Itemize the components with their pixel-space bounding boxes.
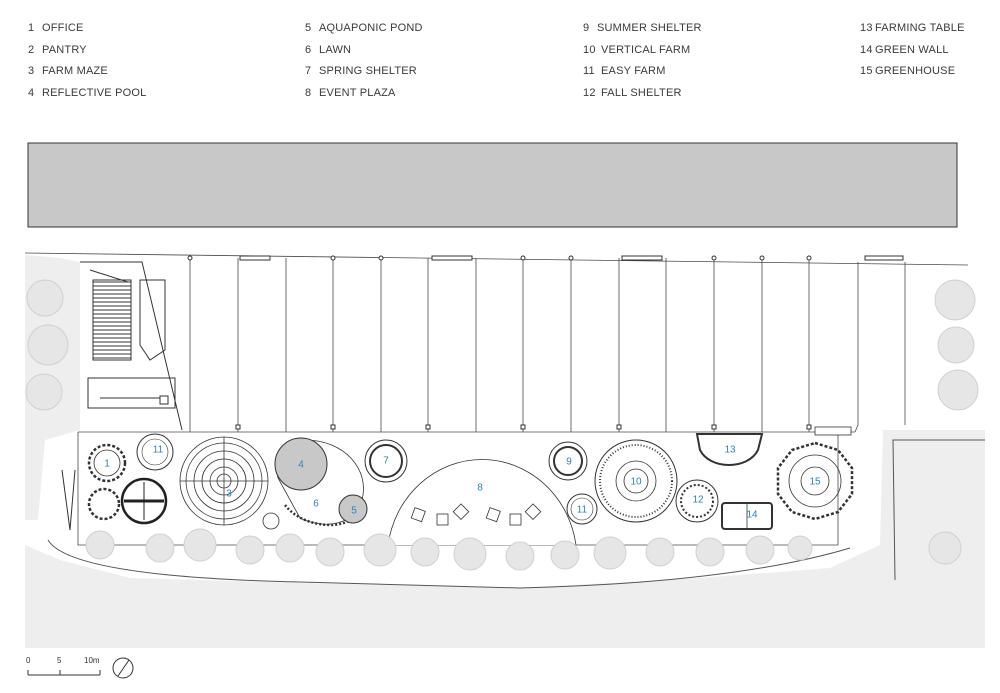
map-label-farming-table: 13 [724, 445, 736, 456]
column-markers [187, 255, 904, 430]
map-label-farm-maze: 3 [226, 489, 232, 500]
map-label-reflective-pool: 4 [298, 460, 304, 471]
aquaponic-pond [338, 494, 368, 524]
easy-farm-pod [136, 433, 174, 471]
pantry-pod [120, 477, 168, 525]
planter [262, 512, 280, 530]
scale-bar [27, 670, 101, 676]
tree-canopy [25, 279, 979, 571]
map-label-event-plaza: 8 [477, 483, 483, 494]
street-area [25, 430, 985, 648]
reflective-pool [274, 437, 328, 491]
curb-line [892, 439, 985, 581]
farm-maze [179, 436, 269, 526]
curb-line [47, 539, 851, 589]
scale-tick: 0 [26, 656, 31, 665]
vertical-farm [594, 439, 678, 523]
spring-shelter [364, 439, 408, 483]
plaza-furniture [410, 503, 542, 526]
map-label-easy-farm-2: 11 [577, 505, 588, 516]
map-label-vertical-farm: 10 [630, 477, 642, 488]
map-label-fall-shelter: 12 [692, 495, 704, 506]
easy-farm-pod [566, 493, 598, 525]
office-pod [87, 443, 127, 521]
building-block [27, 142, 958, 228]
map-label-spring-shelter: 7 [383, 456, 389, 467]
map-label-summer-shelter: 9 [566, 457, 572, 468]
map-label-lawn: 6 [313, 499, 319, 510]
map-label-easy-farm: 11 [153, 445, 164, 456]
map-label-aquaponic-pond: 5 [351, 506, 357, 517]
event-plaza [387, 459, 577, 546]
greenhouse [776, 441, 854, 521]
green-wall [721, 502, 773, 530]
scale-tick: 10m [84, 656, 100, 665]
north-arrow-icon [112, 657, 134, 679]
map-label-green-wall: 14 [746, 510, 758, 521]
farming-table [695, 433, 764, 466]
map-label-office: 1 [104, 459, 110, 470]
entry-wing [61, 261, 183, 531]
summer-shelter [548, 441, 588, 481]
scale-tick: 5 [57, 656, 62, 665]
small-block [814, 426, 852, 436]
map-label-greenhouse: 15 [809, 477, 821, 488]
fall-shelter [675, 479, 719, 523]
